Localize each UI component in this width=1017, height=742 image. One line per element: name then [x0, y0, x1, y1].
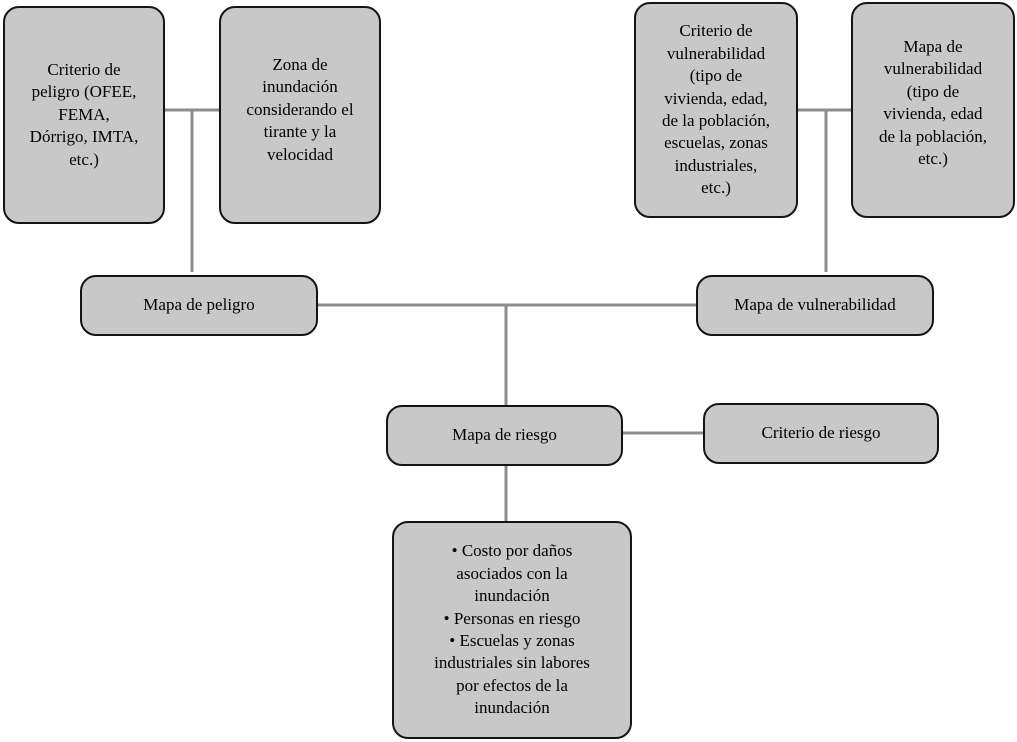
criterio-vulnerabilidad-line-2: vulnerabilidad: [666, 43, 766, 63]
criterio-peligro-line-2: peligro (OFEE,: [31, 82, 137, 102]
mapa-riesgo-box: Mapa de riesgo: [386, 405, 623, 466]
zona-inundacion-line-1: Zona de: [272, 55, 328, 74]
resultados-line-7: por efectos de la: [456, 675, 568, 695]
criterio-riesgo-box: Criterio de riesgo: [703, 403, 939, 464]
resultados-line-8: inundación: [474, 698, 550, 718]
resultados-line-3: inundación: [474, 586, 550, 606]
resultados-line-5: • Escuelas y zonas: [449, 631, 575, 650]
criterio-peligro-line-5: etc.): [69, 149, 99, 169]
criterio-vulnerabilidad-box: Criterio de vulnerabilidad (tipo de vivi…: [634, 2, 798, 218]
mapa-vulnerabilidad-detalle-line-3: (tipo de: [906, 81, 960, 101]
mapa-peligro-label: Mapa de peligro: [143, 295, 255, 315]
mapa-peligro-box: Mapa de peligro: [80, 275, 318, 336]
criterio-vulnerabilidad-line-3: (tipo de: [689, 66, 743, 86]
criterio-vulnerabilidad-line-1: Criterio de: [679, 21, 753, 41]
resultados-line-2: asociados con la: [456, 563, 568, 583]
zona-inundacion-line-4: tirante y la: [263, 122, 337, 142]
criterio-riesgo-label: Criterio de riesgo: [761, 423, 881, 443]
mapa-vulnerabilidad-detalle-line-6: etc.): [918, 149, 948, 169]
mapa-vulnerabilidad-detalle-line-4: vivienda, edad: [883, 104, 983, 124]
zona-inundacion-line-2: inundación: [262, 77, 338, 97]
criterio-vulnerabilidad-line-4: vivienda, edad,: [664, 88, 768, 108]
resultados-line-6: industriales sin labores: [434, 653, 590, 673]
criterio-peligro-line-1: Criterio de: [47, 59, 121, 79]
zona-inundacion-line-3: considerando el: [246, 99, 354, 119]
mapa-vulnerabilidad-detalle-box: Mapa de vulnerabilidad (tipo de vivienda…: [851, 2, 1015, 218]
mapa-vulnerabilidad-box: Mapa de vulnerabilidad: [696, 275, 934, 336]
mapa-vulnerabilidad-label: Mapa de vulnerabilidad: [734, 295, 896, 315]
mapa-vulnerabilidad-detalle-line-2: vulnerabilidad: [883, 59, 983, 79]
criterio-peligro-line-4: Dórrigo, IMTA,: [29, 127, 139, 147]
criterio-peligro-line-3: FEMA,: [58, 104, 110, 124]
criterio-peligro-box: Criterio de peligro (OFEE, FEMA, Dórrigo…: [3, 6, 165, 224]
resultados-line-4: • Personas en riesgo: [443, 608, 581, 628]
mapa-riesgo-label: Mapa de riesgo: [452, 425, 557, 445]
criterio-vulnerabilidad-line-5: de la población,: [661, 111, 771, 130]
criterio-vulnerabilidad-line-8: etc.): [701, 178, 731, 198]
mapa-vulnerabilidad-detalle-line-5: de la población,: [878, 126, 988, 146]
zona-inundacion-box: Zona de inundación considerando el tiran…: [219, 6, 381, 224]
criterio-vulnerabilidad-line-7: industriales,: [674, 155, 758, 175]
criterio-vulnerabilidad-line-6: escuelas, zonas: [664, 133, 768, 153]
resultados-box: • Costo por daños asociados con la inund…: [392, 521, 632, 739]
zona-inundacion-line-5: velocidad: [266, 144, 334, 164]
resultados-line-1: • Costo por daños: [451, 541, 573, 561]
mapa-vulnerabilidad-detalle-line-1: Mapa de: [903, 37, 963, 56]
